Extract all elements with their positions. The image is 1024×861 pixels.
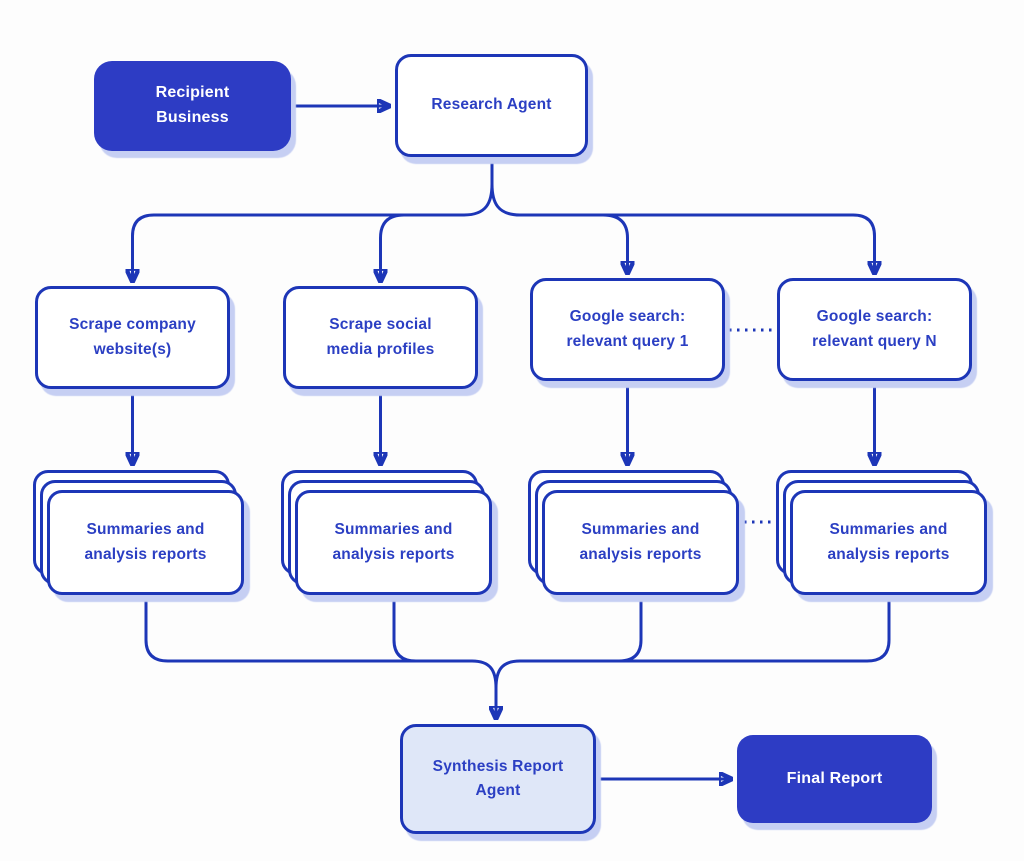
node-scrape-social-media: Scrape social media profiles — [283, 286, 478, 389]
edge-research-to-google-1 — [602, 213, 628, 273]
node-research-agent-label: Research Agent — [431, 96, 552, 114]
node-google-search-n-label: Google search: relevant query N — [812, 308, 937, 350]
edge-research-to-scrape-social — [381, 213, 405, 281]
node-summaries-stack-1: Summaries and analysis reports — [33, 470, 244, 595]
node-summaries-1-label: Summaries and analysis reports — [84, 521, 207, 563]
edge-summaries-3-to-synthesis — [520, 596, 643, 663]
node-final-report: Final Report — [737, 735, 932, 823]
stack-card-front: Summaries and analysis reports — [790, 490, 987, 595]
stack-card-front: Summaries and analysis reports — [295, 490, 492, 595]
edge-summaries-1-to-synthesis — [144, 596, 496, 718]
stack-card-front: Summaries and analysis reports — [47, 490, 244, 595]
node-summaries-3-label: Summaries and analysis reports — [579, 521, 702, 563]
node-google-search-query-n: Google search: relevant query N — [777, 278, 972, 381]
node-summaries-stack-4: Summaries and analysis reports — [776, 470, 987, 595]
edge-research-to-scrape-company — [133, 157, 494, 281]
node-summaries-4-label: Summaries and analysis reports — [827, 521, 950, 563]
edge-summaries-4-to-synthesis — [494, 596, 891, 689]
node-summaries-2-label: Summaries and analysis reports — [332, 521, 455, 563]
node-summaries-stack-2: Summaries and analysis reports — [281, 470, 492, 595]
node-recipient-business-label: Recipient Business — [155, 84, 230, 126]
node-synthesis-report-agent: Synthesis Report Agent — [400, 724, 596, 834]
node-scrape-company-website: Scrape company website(s) — [35, 286, 230, 389]
node-recipient-business: Recipient Business — [94, 61, 291, 151]
edge-research-to-google-n — [490, 157, 875, 273]
edge-summaries-2-to-synthesis — [392, 596, 472, 663]
node-final-report-label: Final Report — [786, 769, 883, 787]
node-research-agent: Research Agent — [395, 54, 588, 157]
stack-card-front: Summaries and analysis reports — [542, 490, 739, 595]
node-scrape-company-label: Scrape company website(s) — [69, 316, 196, 358]
node-synthesis-agent-label: Synthesis Report Agent — [432, 757, 564, 799]
node-google-search-query-1: Google search: relevant query 1 — [530, 278, 725, 381]
node-scrape-social-label: Scrape social media profiles — [326, 316, 435, 358]
node-summaries-stack-3: Summaries and analysis reports — [528, 470, 739, 595]
node-google-search-1-label: Google search: relevant query 1 — [566, 308, 689, 350]
